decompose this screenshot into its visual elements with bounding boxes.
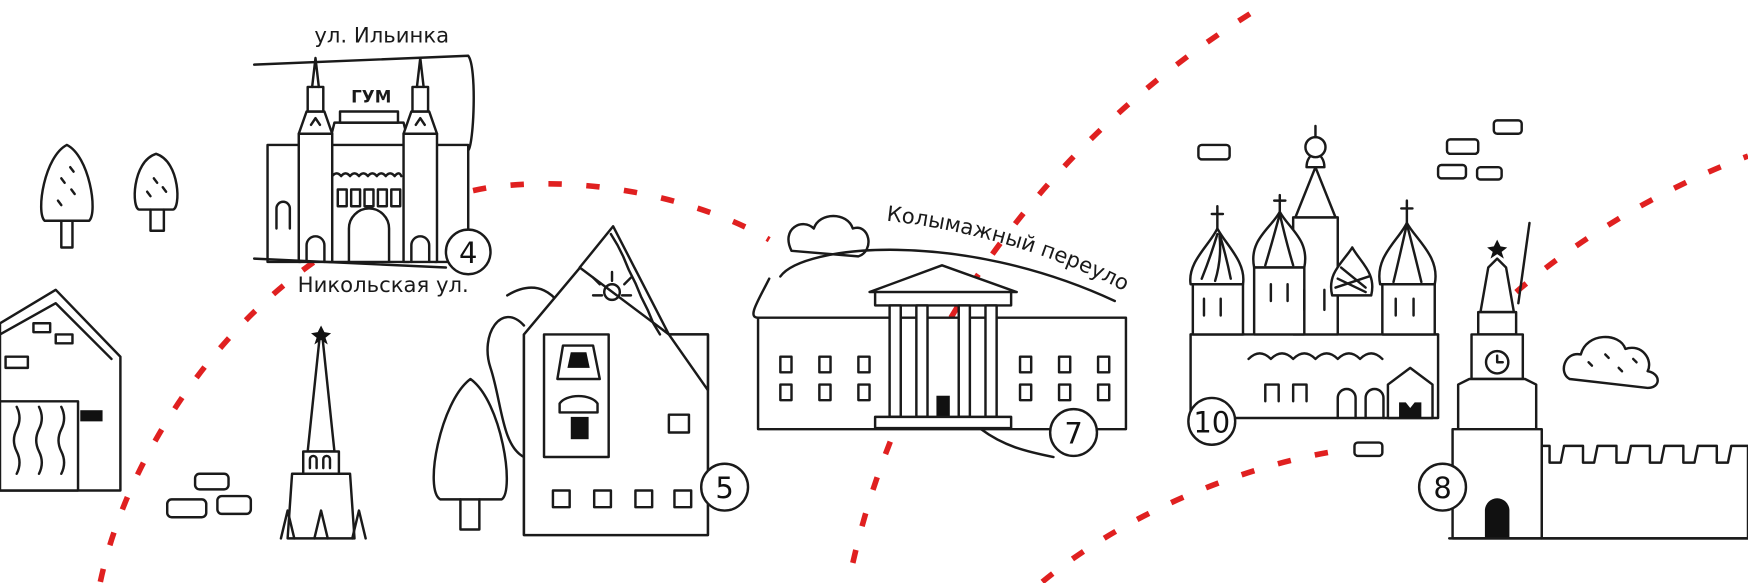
landmark-st-basils	[1189, 124, 1440, 420]
marker-10[interactable]: 10	[1187, 396, 1237, 447]
tree-2	[133, 152, 179, 232]
nikolskaya-tower	[279, 325, 367, 540]
bricks	[165, 119, 1523, 519]
street-label-nikolskaya: Никольская ул.	[298, 272, 469, 297]
gum-sign: ГУМ	[351, 87, 391, 107]
marker-4[interactable]: 4	[444, 228, 492, 276]
landmark-house-5	[486, 225, 710, 537]
marker-7[interactable]: 7	[1048, 407, 1099, 458]
route-segment-3	[1040, 446, 1350, 583]
street-label-kolymazhny-wrap: Колымажный переулок	[0, 0, 1134, 296]
marker-5[interactable]: 5	[699, 462, 750, 512]
street-label-ilyinka: ул. Ильинка	[314, 22, 449, 47]
house-left	[0, 288, 122, 492]
route-segment-4	[1514, 153, 1748, 295]
street-label-kolymazhny: Колымажный переулок	[0, 0, 1134, 296]
tree-1	[40, 143, 94, 249]
landmark-spasskaya-tower	[1448, 221, 1748, 540]
tree-3	[432, 377, 508, 531]
marker-4-label: 4	[459, 236, 477, 270]
marker-8[interactable]: 8	[1417, 462, 1468, 512]
landmark-gum: ГУМ ул. Ильинка Никольская ул.	[252, 22, 475, 297]
marker-10-label: 10	[1193, 405, 1230, 439]
marker-7-label: 7	[1064, 417, 1082, 451]
marker-8-label: 8	[1433, 471, 1451, 505]
marker-5-label: 5	[715, 471, 733, 505]
